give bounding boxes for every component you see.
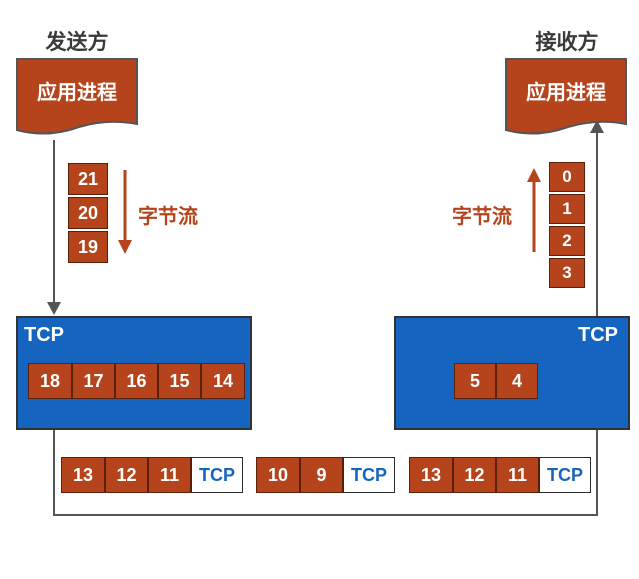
receiver-stream-label: 字节流 bbox=[452, 206, 512, 228]
receiver-arrowhead-icon bbox=[590, 120, 604, 133]
segment-2-byte: 10 bbox=[256, 457, 300, 493]
sender-buffer-byte: 14 bbox=[201, 363, 245, 399]
bottom-right-line bbox=[596, 430, 598, 516]
sender-buffer-byte: 16 bbox=[115, 363, 158, 399]
receiver-tcp-box bbox=[394, 316, 630, 430]
segment-1-byte: 13 bbox=[61, 457, 105, 493]
sender-stream-label: 字节流 bbox=[138, 206, 198, 228]
sender-down-line bbox=[53, 140, 55, 307]
segment-3-byte: 11 bbox=[496, 457, 539, 493]
sender-title: 发送方 bbox=[45, 31, 109, 54]
segment-2-tcp-header: TCP bbox=[343, 457, 395, 493]
segment-1-byte: 12 bbox=[105, 457, 148, 493]
receiver-tcp-label: TCP bbox=[578, 324, 618, 346]
segment-3-byte: 13 bbox=[409, 457, 453, 493]
receiver-stream-byte: 1 bbox=[549, 194, 585, 224]
receiver-stream-byte: 2 bbox=[549, 226, 585, 256]
receiver-process-label: 应用进程 bbox=[526, 82, 606, 104]
segment-2-byte: 9 bbox=[300, 457, 343, 493]
sender-process-icon bbox=[16, 58, 138, 135]
sender-buffer-byte: 15 bbox=[158, 363, 201, 399]
receiver-process-icon bbox=[505, 58, 627, 135]
segment-3-byte: 12 bbox=[453, 457, 496, 493]
sender-stream-byte: 20 bbox=[68, 197, 108, 229]
segment-1-tcp-header: TCP bbox=[191, 457, 243, 493]
receiver-stream-up-arrow-icon bbox=[527, 168, 541, 252]
sender-stream-down-arrow-icon bbox=[118, 170, 132, 254]
receiver-buffer-byte: 4 bbox=[496, 363, 538, 399]
receiver-stream-byte: 3 bbox=[549, 258, 585, 288]
receiver-stream-byte: 0 bbox=[549, 162, 585, 192]
segment-3-tcp-header: TCP bbox=[539, 457, 591, 493]
receiver-up-line bbox=[596, 128, 598, 318]
receiver-buffer-byte: 5 bbox=[454, 363, 496, 399]
sender-process-label: 应用进程 bbox=[37, 82, 117, 104]
bottom-left-line bbox=[53, 430, 55, 516]
sender-buffer-byte: 17 bbox=[72, 363, 115, 399]
sender-arrowhead-icon bbox=[47, 302, 61, 315]
segment-1-byte: 11 bbox=[148, 457, 191, 493]
sender-stream-byte: 19 bbox=[68, 231, 108, 263]
sender-tcp-label: TCP bbox=[24, 324, 64, 346]
receiver-title: 接收方 bbox=[535, 31, 599, 54]
sender-stream-byte: 21 bbox=[68, 163, 108, 195]
sender-buffer-byte: 18 bbox=[28, 363, 72, 399]
bottom-line bbox=[53, 514, 598, 516]
